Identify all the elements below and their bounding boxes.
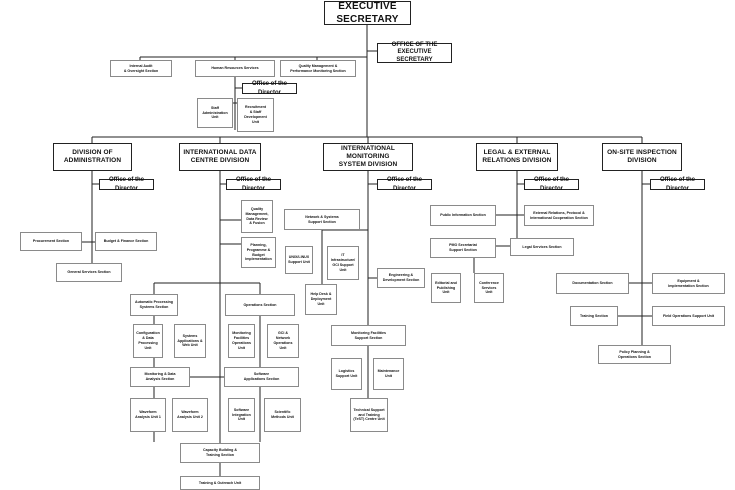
division-idc: INTERNATIONAL DATA CENTRE DIVISION xyxy=(179,143,261,171)
help-desk-deployment-box: Help Desk & Deployment Unit xyxy=(305,284,337,315)
staff-administration-box: Staff Administration Unit xyxy=(197,98,233,128)
division-osi: ON-SITE INSPECTION DIVISION xyxy=(602,143,682,171)
division-administration: DIVISION OF ADMINISTRATION xyxy=(53,143,132,171)
capacity-building-box: Capacity Building & Training Section xyxy=(180,443,260,463)
legal-services-box: Legal Services Section xyxy=(510,238,574,256)
hr-office-of-director: Office of the Director xyxy=(242,81,297,96)
external-relations-box: External Relations, Protocol & Internati… xyxy=(524,205,594,226)
conference-services-box: Conference Services Unit xyxy=(474,273,504,303)
network-systems-support-box: Network & Systems Support Section xyxy=(284,209,360,230)
human-resources-box: Human Resources Services xyxy=(195,60,275,77)
monitoring-facilities-support-box: Monitoring Facilities Support Section xyxy=(331,325,406,346)
it-infrastructure-gci-box: IT Infrastructure/ GCI Support Unit xyxy=(327,246,359,280)
admin-office-of-director: Office of the Director xyxy=(99,177,154,192)
legal-office-of-director: Office of the Director xyxy=(524,177,579,192)
operations-section-box: Operations Section xyxy=(225,294,295,316)
monitoring-facilities-operations-box: Monitoring Facilities Operations Unit xyxy=(228,324,255,358)
configuration-data-processing-box: Configuration & Data Processing Unit xyxy=(133,324,163,358)
unix-linux-support-box: UNIX/LINUX Support Unit xyxy=(285,246,313,274)
waveform-analysis-unit-1-box: Waveform Analysis Unit 1 xyxy=(130,398,166,432)
executive-secretary-box: EXECUTIVE SECRETARY xyxy=(324,1,411,25)
internal-audit-box: Internal Audit & Oversight Section xyxy=(110,60,172,77)
monitoring-data-analysis-box: Monitoring & Data Analysis Section xyxy=(130,367,190,387)
editorial-publishing-box: Editorial and Publishing Unit xyxy=(431,273,461,303)
quality-management-box: Quality Management & Performance Monitor… xyxy=(280,60,356,77)
technical-support-training-box: Technical Support and Training (TeST) Ce… xyxy=(350,398,388,432)
public-information-box: Public Information Section xyxy=(430,205,496,226)
ims-office-of-director: Office of the Director xyxy=(377,177,432,192)
automatic-processing-box: Automatic Processing Systems Section xyxy=(130,294,178,316)
division-legal: LEGAL & EXTERNAL RELATIONS DIVISION xyxy=(476,143,558,171)
software-applications-box: Software Applications Section xyxy=(224,367,299,387)
logistics-support-box: Logistics Support Unit xyxy=(331,358,362,390)
training-section-box: Training Section xyxy=(570,306,618,326)
general-services-box: General Services Section xyxy=(56,263,122,282)
engineering-development-box: Engineering & Development Section xyxy=(377,268,425,288)
systems-applications-web-box: Systems Applications & Web Unit xyxy=(174,324,206,358)
division-ims: INTERNATIONAL MONITORING SYSTEM DIVISION xyxy=(323,143,413,171)
quality-data-review-box: Quality Management, Data Review & Fusion xyxy=(241,200,273,233)
office-executive-secretary-box: OFFICE OF THE EXECUTIVE SECRETARY xyxy=(377,42,452,63)
procurement-box: Procurement Section xyxy=(20,232,82,251)
idc-office-of-director: Office of the Director xyxy=(226,177,281,192)
training-outreach-box: Training & Outreach Unit xyxy=(180,476,260,490)
waveform-analysis-unit-2-box: Waveform Analysis Unit 2 xyxy=(172,398,208,432)
osi-office-of-director: Office of the Director xyxy=(650,177,705,192)
recruitment-box: Recruitment & Staff Development Unit xyxy=(237,98,274,132)
gci-network-operations-box: GCI & Network Operations Unit xyxy=(267,324,299,358)
documentation-box: Documentation Section xyxy=(556,273,629,294)
budget-finance-box: Budget & Finance Section xyxy=(95,232,157,251)
planning-programme-box: Planning, Programme & Budget Implementat… xyxy=(241,237,276,268)
policy-planning-operations-box: Policy Planning & Operations Section xyxy=(598,345,671,364)
pmo-secretariat-support-box: PMO Secretariat Support Section xyxy=(430,238,496,258)
field-operations-support-box: Field Operations Support Unit xyxy=(652,306,725,326)
equipment-implementation-box: Equipment & Implementation Section xyxy=(652,273,725,294)
software-integration-box: Software Integration Unit xyxy=(228,398,255,432)
maintenance-unit-box: Maintenance Unit xyxy=(373,358,404,390)
scientific-methods-box: Scientific Methods Unit xyxy=(264,398,301,432)
